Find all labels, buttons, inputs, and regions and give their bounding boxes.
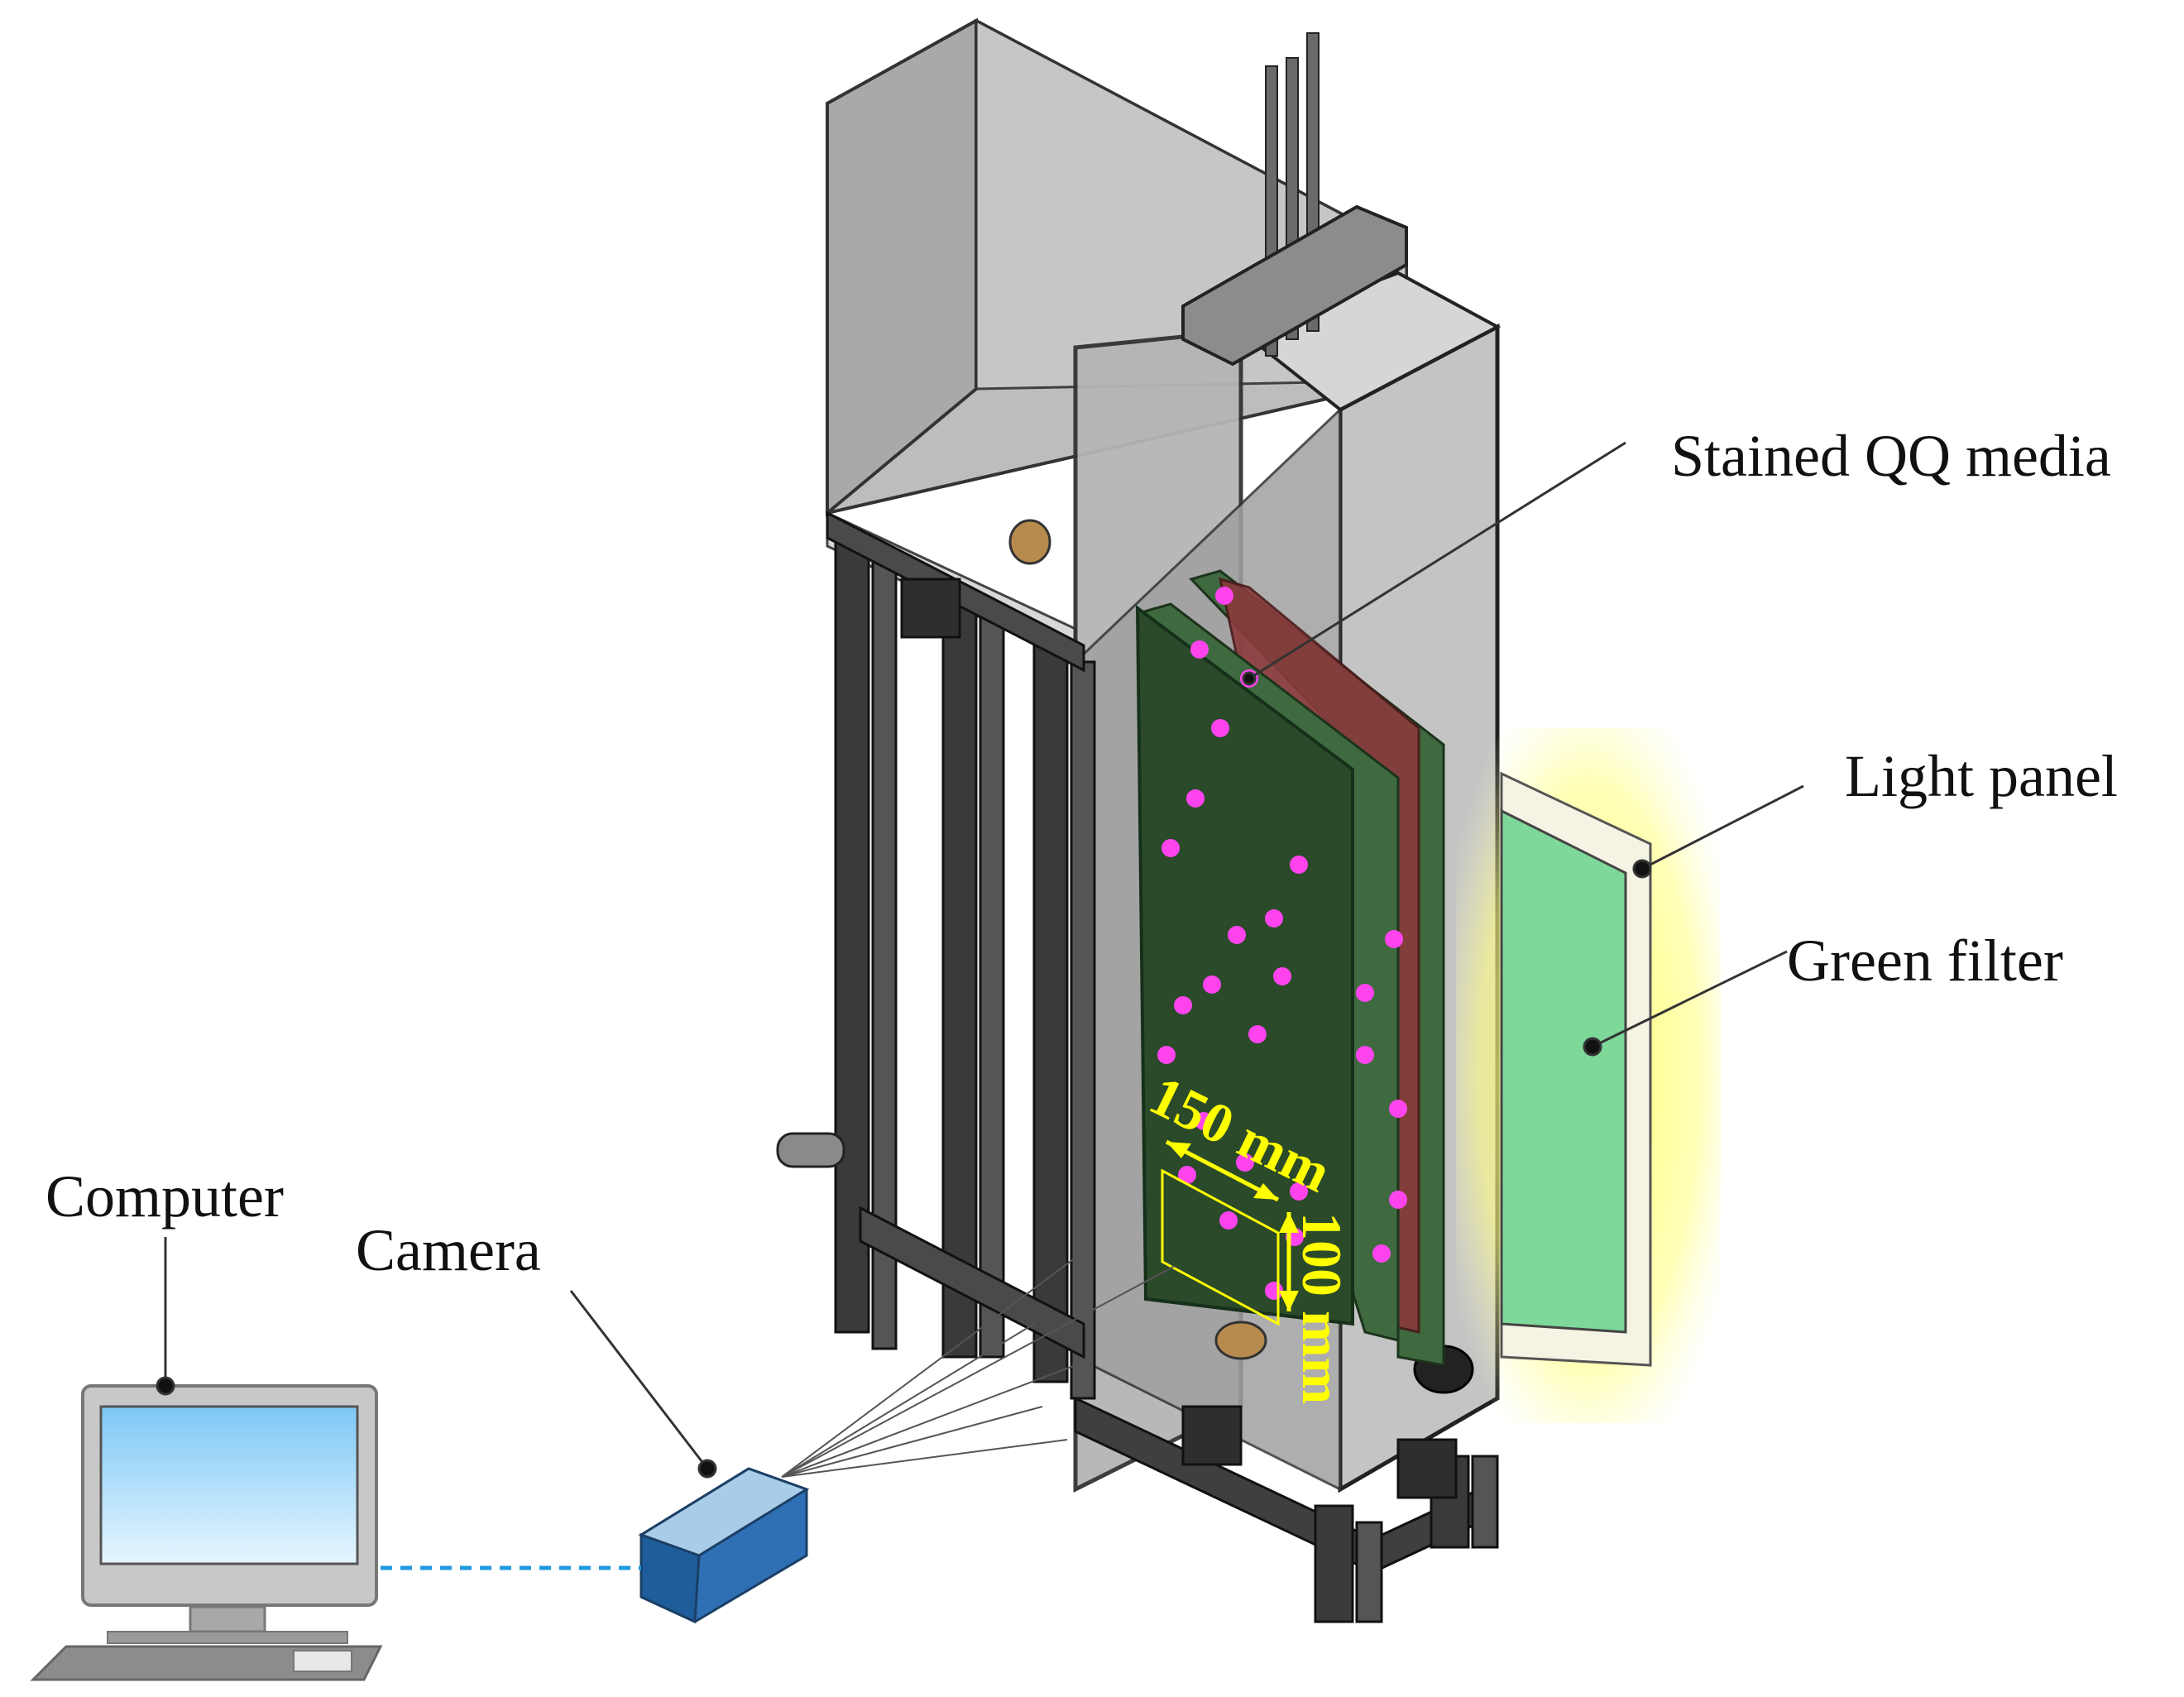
leader-lines bbox=[156, 441, 1804, 1479]
bead bbox=[1219, 1211, 1238, 1230]
media-plate-front bbox=[1135, 604, 1354, 1326]
bead bbox=[1178, 1166, 1196, 1184]
bead bbox=[1290, 1182, 1308, 1201]
bead bbox=[1161, 839, 1180, 857]
bead bbox=[1389, 1191, 1407, 1209]
camera-view-rays bbox=[781, 1257, 1176, 1478]
bead bbox=[1273, 967, 1291, 985]
light-panel-label: Light panel bbox=[1845, 743, 2118, 809]
green-filter bbox=[1500, 808, 1627, 1334]
media-plates bbox=[1135, 569, 1445, 1367]
camera-icon bbox=[638, 1467, 810, 1624]
bead bbox=[1356, 1046, 1374, 1064]
height-dimension-label: 100 mm bbox=[1291, 1212, 1353, 1404]
bead bbox=[1372, 1244, 1391, 1263]
computer-label: Computer bbox=[46, 1163, 284, 1230]
bead bbox=[1211, 719, 1229, 737]
computer-icon bbox=[30, 1384, 383, 1681]
bead bbox=[1290, 856, 1308, 874]
bead bbox=[1215, 587, 1233, 605]
computer-screen bbox=[99, 1405, 359, 1565]
camera-label: Camera bbox=[356, 1217, 541, 1283]
bead bbox=[1174, 996, 1192, 1014]
bead bbox=[1385, 930, 1403, 948]
stained-media-label: Stained QQ media bbox=[1671, 423, 2111, 489]
light-panel-icon bbox=[1456, 728, 1721, 1423]
bead bbox=[1389, 1100, 1407, 1118]
mouse-pad bbox=[293, 1650, 352, 1672]
bead bbox=[1157, 1046, 1176, 1064]
bead bbox=[1190, 640, 1209, 659]
bead bbox=[1236, 1153, 1254, 1172]
green-filter-label: Green filter bbox=[1787, 928, 2063, 994]
bead bbox=[1356, 984, 1374, 1002]
bead bbox=[1186, 789, 1205, 808]
bead bbox=[1195, 1112, 1213, 1130]
bead bbox=[1228, 926, 1246, 944]
bead bbox=[1203, 976, 1221, 994]
bead bbox=[1248, 1025, 1267, 1043]
bead bbox=[1265, 909, 1283, 928]
